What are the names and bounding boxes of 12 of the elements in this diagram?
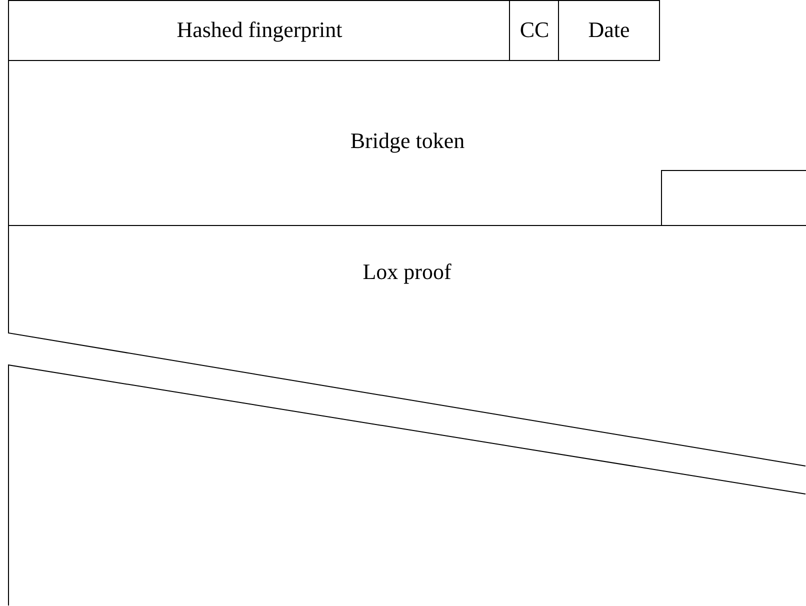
field-label: Date [587, 17, 631, 43]
field-box [558, 0, 660, 61]
field-label: Bridge token [349, 128, 466, 154]
field-box [509, 0, 559, 61]
field-label: Lox proof [362, 259, 452, 285]
empty-field-box [8, 364, 806, 606]
field-label: CC [518, 17, 550, 43]
field-box [8, 225, 806, 468]
field-box [8, 0, 510, 61]
field-label: Hashed fingerprint [176, 17, 344, 43]
empty-field-box [661, 170, 806, 226]
field-box [8, 60, 806, 226]
